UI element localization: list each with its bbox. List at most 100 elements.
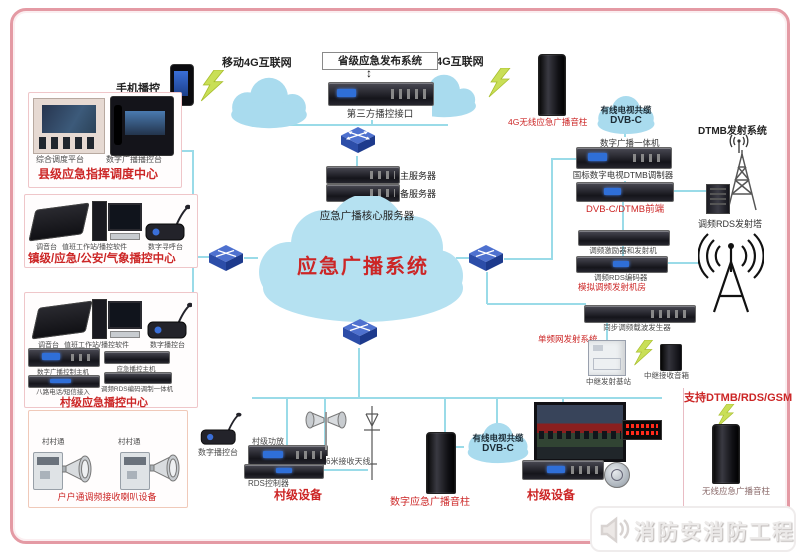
connector-line: [666, 262, 700, 264]
rds-codec-unit: [104, 372, 172, 384]
device-vents: [71, 353, 95, 362]
wireless-column-speaker: [712, 424, 740, 484]
watermark-box: 消防安消防工程: [590, 506, 796, 552]
connector-line: [552, 158, 578, 160]
round-wall-speaker-icon: [604, 462, 630, 488]
switch-icon-right: [468, 244, 504, 274]
pc-monitor: [108, 203, 142, 231]
fm-exciter-label: 调频激励器和发射机: [589, 246, 657, 255]
lightning-icon: [630, 339, 658, 366]
broadcast-console-label: 数字广播播控台: [106, 155, 162, 164]
cuncuntong-label-1: 村村通: [42, 437, 65, 446]
connector-line: [672, 190, 708, 192]
rds-controller-label: RDS控制器: [248, 479, 289, 488]
connector-line: [252, 397, 662, 399]
device-knobs: [295, 451, 323, 459]
device-display: [603, 187, 622, 195]
pc-tower: [92, 201, 107, 241]
switch-icon-bottom: [342, 318, 378, 348]
device-vents: [391, 89, 427, 99]
smartphone-screen: [174, 71, 188, 96]
third-party-gateway-server: [328, 82, 434, 106]
fm-receiver-box-1: [33, 452, 63, 490]
connector-line: [444, 397, 446, 433]
device-display: [276, 468, 292, 474]
mixer-label: 调音台: [36, 244, 57, 251]
support-modes-label: 支持DTMB/RDS/GSM: [684, 392, 793, 404]
main-server-rack: [326, 166, 400, 184]
device-vents: [370, 171, 395, 179]
relay-station-label: 中继发射基站: [586, 377, 631, 386]
rds-encoder-label: 调频RDS编码器: [594, 273, 648, 282]
workstation-label: 值班工作站/播控软件: [64, 342, 129, 349]
cloud-cable-tv-top-icon: 有线电视共缆 DVB-C: [592, 94, 660, 136]
village-equipment-label-left: 村级设备: [274, 488, 323, 502]
dtmb-modulator-label: 国标数字电视DTMB调制器: [568, 169, 678, 181]
paging-console-label: 数字寻呼台: [148, 244, 183, 251]
connector-line: [562, 397, 564, 405]
rds-controller-unit: [244, 464, 324, 479]
dispatch-platform-photo: [33, 98, 105, 154]
relay-base-station-cabinet: [588, 340, 626, 376]
broadcast-antenna-icon: [697, 232, 765, 316]
connector-line: [176, 150, 194, 152]
cable-cloud-line1: 有线电视共缆: [600, 105, 652, 115]
dtmb-tx-system-label: DTMB发射系统: [698, 126, 767, 137]
dtmb-modulator-unit: [576, 182, 674, 202]
device-display: [337, 88, 357, 98]
connector-line: [268, 124, 448, 126]
connector-line: [487, 303, 586, 305]
device-display: [50, 378, 71, 384]
led-text-row: [626, 431, 658, 435]
device-vents: [633, 153, 666, 163]
lightning-icon: [198, 69, 228, 102]
connector-line: [452, 446, 464, 448]
paging-mic-icon: [146, 302, 193, 340]
horn-speaker-icon: [61, 450, 98, 488]
connector-line: [622, 244, 624, 256]
fm-room-label: 模拟调频发射机房: [578, 282, 647, 292]
wireless-speaker-label: 无线应急广播音柱: [702, 486, 771, 496]
tv-people-row: [539, 431, 621, 439]
seats: [39, 137, 99, 149]
fm-exciter-unit: [578, 230, 670, 246]
device-display: [41, 353, 60, 361]
relay-speaker-icon: [660, 344, 682, 371]
connector-line: [356, 156, 358, 168]
4g-column-speaker: [538, 54, 566, 116]
third-party-gateway-label: 第三方播控接口: [328, 106, 432, 120]
connector-line: [486, 272, 488, 304]
connector-line: [358, 348, 360, 398]
cable-cloud-line1: 有线电视共缆: [472, 433, 524, 443]
broadcast-control-host: [28, 348, 100, 367]
connector-line: [504, 258, 553, 260]
town-center-title: 镇级/应急/公安/气象播控中心: [28, 253, 176, 265]
cloud-system-icon: [250, 194, 476, 328]
phone-sms-access-label: 八路电话/短信接入: [36, 389, 90, 396]
phone-sms-access-unit: [28, 375, 100, 388]
digital-column-speaker: [426, 432, 456, 494]
console-screen: [125, 111, 165, 135]
system-title: 应急广播系统: [297, 256, 429, 278]
mobile-4g-left-label: 移动4G互联网: [222, 57, 292, 69]
video-wall-screen: [42, 105, 96, 133]
paging-mic-label: 数字播控台: [198, 448, 238, 457]
integrated-broadcast-machine: [576, 147, 672, 169]
village-center-title: 村级应急播控中心: [60, 397, 148, 409]
emergency-control-host-label: 应急播控主机: [116, 366, 156, 373]
mixer-label: 调音台: [38, 342, 59, 349]
connector-line: [606, 321, 608, 341]
backup-server-label: 备服务器: [400, 189, 437, 199]
workstation-icon: [92, 297, 142, 341]
device-display: [547, 465, 565, 473]
workstation-label: 值班工作站/播控软件: [62, 244, 127, 251]
tv-screen-photo: [534, 402, 626, 462]
sfn-generator-unit: [584, 305, 696, 323]
4g-speaker-label: 4G无线应急广播音柱: [508, 117, 588, 127]
transmission-tower-icon: [718, 150, 766, 212]
device-knobs: [571, 466, 599, 474]
cuncuntong-label-2: 村村通: [118, 437, 141, 446]
cloud-cable-tv-bottom-icon: 有线电视共缆 DVB-C: [462, 420, 534, 466]
led-text-row: [626, 424, 658, 428]
